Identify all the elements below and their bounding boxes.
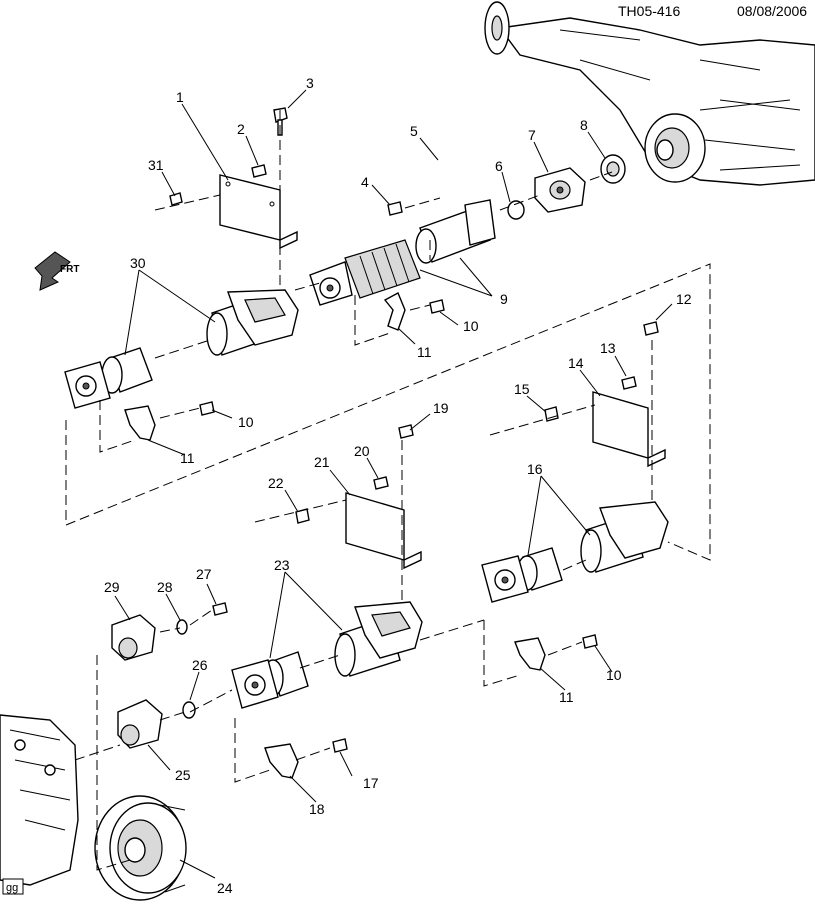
support-strap-left bbox=[124, 405, 156, 441]
callout-27: 27 bbox=[196, 566, 212, 582]
callout-24: 24 bbox=[217, 880, 233, 896]
washer bbox=[507, 200, 525, 220]
callout-7: 7 bbox=[528, 127, 536, 143]
callout-10a: 10 bbox=[463, 318, 479, 334]
callout-30: 30 bbox=[130, 255, 146, 271]
fasteners bbox=[169, 107, 659, 753]
vibration-damper bbox=[94, 795, 187, 901]
callout-28: 28 bbox=[157, 579, 173, 595]
center-bearing-bracket bbox=[219, 174, 298, 250]
corner-tag-text: gg bbox=[6, 882, 18, 894]
front-direction-arrow-icon: FRT bbox=[34, 251, 79, 291]
callout-26: 26 bbox=[192, 657, 208, 673]
support-strap-upper bbox=[383, 292, 406, 331]
callout-leaders bbox=[114, 89, 673, 879]
callout-17: 17 bbox=[363, 775, 379, 791]
callout-2: 2 bbox=[237, 121, 245, 137]
callout-labels: 1 2 3 4 5 6 7 8 9 10 11 12 13 14 15 16 1… bbox=[104, 75, 692, 896]
callout-16: 16 bbox=[527, 461, 543, 477]
corner-tag: gg bbox=[2, 878, 24, 895]
diagram-date: 08/08/2006 bbox=[737, 3, 807, 19]
intermediate-shaft bbox=[481, 501, 669, 603]
callout-6: 6 bbox=[495, 158, 503, 174]
pinion-yoke bbox=[534, 167, 586, 213]
rear-axle-assembly bbox=[484, 1, 815, 186]
transmission-housing bbox=[0, 714, 79, 886]
callout-21: 21 bbox=[314, 454, 330, 470]
callout-19: 19 bbox=[433, 400, 449, 416]
support-strap-right bbox=[514, 637, 546, 671]
callout-5: 5 bbox=[410, 123, 418, 139]
callout-11b: 11 bbox=[180, 450, 195, 466]
front-arrow-label: FRT bbox=[60, 264, 79, 275]
callout-29: 29 bbox=[104, 579, 120, 595]
callout-10c: 10 bbox=[606, 667, 622, 683]
washer-lower bbox=[182, 701, 196, 719]
callout-20: 20 bbox=[354, 443, 370, 459]
callout-3: 3 bbox=[306, 75, 314, 91]
callout-9: 9 bbox=[500, 291, 508, 307]
callout-13: 13 bbox=[600, 340, 616, 356]
callout-23: 23 bbox=[274, 557, 290, 573]
callout-14: 14 bbox=[568, 355, 584, 371]
front-intermediate-shaft bbox=[231, 601, 423, 709]
callout-8: 8 bbox=[580, 117, 588, 133]
callout-4: 4 bbox=[361, 174, 369, 190]
front-propeller-shaft bbox=[64, 289, 299, 409]
center-bearing-bracket-front bbox=[345, 492, 422, 570]
transfer-case-yoke-upper bbox=[111, 614, 156, 661]
callout-11a: 11 bbox=[417, 344, 432, 360]
assembly-routing-lines bbox=[65, 110, 711, 871]
callout-10b: 10 bbox=[238, 414, 254, 430]
callout-31: 31 bbox=[148, 157, 164, 173]
transfer-case-yoke-lower bbox=[117, 699, 163, 749]
callout-25: 25 bbox=[175, 767, 191, 783]
callout-1: 1 bbox=[176, 89, 184, 105]
callout-15: 15 bbox=[514, 381, 530, 397]
washer-upper bbox=[176, 619, 188, 635]
center-bearing-bracket-rear bbox=[592, 391, 666, 468]
callout-11c: 11 bbox=[559, 689, 574, 705]
seal bbox=[600, 154, 626, 184]
rear-propeller-shaft bbox=[309, 199, 496, 306]
callout-18: 18 bbox=[309, 801, 325, 817]
support-strap-lower bbox=[264, 743, 299, 779]
diagram-code: TH05-416 bbox=[618, 3, 680, 19]
callout-12: 12 bbox=[676, 291, 692, 307]
callout-22: 22 bbox=[268, 475, 284, 491]
